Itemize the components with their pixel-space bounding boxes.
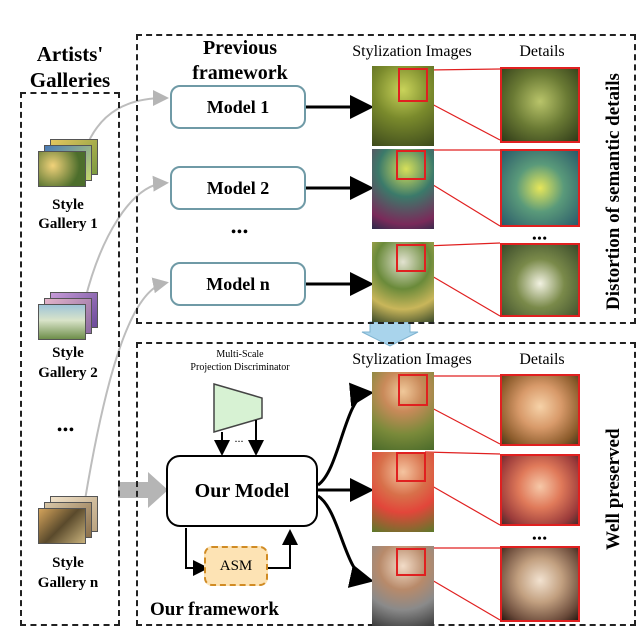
previous-highlight-box-n bbox=[396, 244, 426, 272]
our-model-arrow-1 bbox=[317, 382, 374, 487]
gallery2-to-model2-connector bbox=[84, 175, 169, 301]
previous-highlight-box-1 bbox=[398, 68, 428, 102]
discriminator-ellipsis: ... bbox=[234, 431, 244, 445]
previous-framework-title-line2: framework bbox=[192, 62, 288, 84]
our-details-label: Details bbox=[519, 351, 565, 368]
previous-detail-image-2 bbox=[500, 149, 580, 227]
discriminator-label-line1: Multi-Scale bbox=[216, 349, 264, 360]
galleries-title-line1: Artists' bbox=[36, 42, 104, 66]
previous-side-label: Distortion of semantic details bbox=[603, 73, 624, 310]
our-highlight-box-n bbox=[396, 548, 426, 576]
our-highlight-box-2 bbox=[396, 452, 426, 482]
asm-loop-out bbox=[185, 528, 209, 576]
style-gallery-n-label-line2: Gallery n bbox=[37, 575, 99, 591]
our-detail-image-n bbox=[500, 546, 580, 622]
asm-label: ASM bbox=[219, 557, 253, 574]
our-highlight-box-1 bbox=[398, 374, 428, 406]
our-details-ellipsis: ••• bbox=[532, 531, 548, 545]
previous-highlight-box-2 bbox=[396, 150, 426, 180]
style-gallery-n-stack bbox=[34, 496, 100, 551]
our-model-label: Our Model bbox=[194, 479, 290, 502]
galleries-ellipsis: ••• bbox=[57, 423, 75, 438]
our-side-label: Well preserved bbox=[603, 428, 624, 550]
our-stylization-label: Stylization Images bbox=[352, 351, 472, 368]
style-gallery-n-label-line1: Style bbox=[52, 555, 84, 571]
previous-stylization-image-1 bbox=[372, 66, 434, 146]
our-framework-label: Our framework bbox=[150, 599, 279, 620]
model-2-box: Model 2 bbox=[170, 166, 306, 210]
style-gallery-2-stack bbox=[34, 292, 100, 347]
previous-framework-title-line1: Previous bbox=[202, 37, 278, 59]
discriminator-label-line2: Projection Discriminator bbox=[190, 362, 290, 373]
previous-stylization-image-2 bbox=[372, 149, 434, 229]
our-stylization-image-1 bbox=[372, 372, 434, 450]
style-gallery-1-label-line2: Gallery 1 bbox=[38, 216, 98, 232]
galleries-title-line2: Galleries bbox=[29, 68, 111, 92]
previous-stylization-label: Stylization Images bbox=[352, 43, 472, 60]
previous-details-ellipsis: ••• bbox=[532, 231, 548, 245]
our-stylization-image-n bbox=[372, 546, 434, 626]
gallery-to-our-model-arrow bbox=[118, 472, 168, 508]
asm-loop-in bbox=[267, 529, 298, 569]
previous-detail-image-1 bbox=[500, 67, 580, 143]
style-gallery-1-label-line1: Style bbox=[52, 197, 84, 213]
our-stylization-image-2 bbox=[372, 452, 434, 532]
models-ellipsis: ••• bbox=[231, 225, 249, 240]
model-1-box: Model 1 bbox=[170, 85, 306, 129]
style-gallery-1-stack bbox=[34, 139, 100, 194]
gallery1-to-model1-connector bbox=[84, 90, 169, 151]
previous-detail-connectors bbox=[424, 68, 501, 317]
discriminator-shape bbox=[213, 383, 263, 433]
previous-detail-image-n bbox=[500, 243, 580, 317]
previous-details-label: Details bbox=[519, 43, 565, 60]
our-detail-image-1 bbox=[500, 374, 580, 446]
asm-box: ASM bbox=[204, 546, 268, 586]
style-gallery-2-label-line1: Style bbox=[52, 345, 84, 361]
model-n-box: Model n bbox=[170, 262, 306, 306]
our-detail-image-2 bbox=[500, 454, 580, 526]
previous-stylization-image-n bbox=[372, 242, 434, 322]
style-gallery-2-label-line2: Gallery 2 bbox=[38, 365, 98, 381]
our-detail-connectors bbox=[424, 375, 501, 621]
previous-framework-panel bbox=[136, 34, 636, 324]
our-model-box: Our Model bbox=[166, 455, 318, 527]
galleries-panel bbox=[20, 92, 120, 626]
our-model-arrow-3 bbox=[317, 494, 374, 588]
